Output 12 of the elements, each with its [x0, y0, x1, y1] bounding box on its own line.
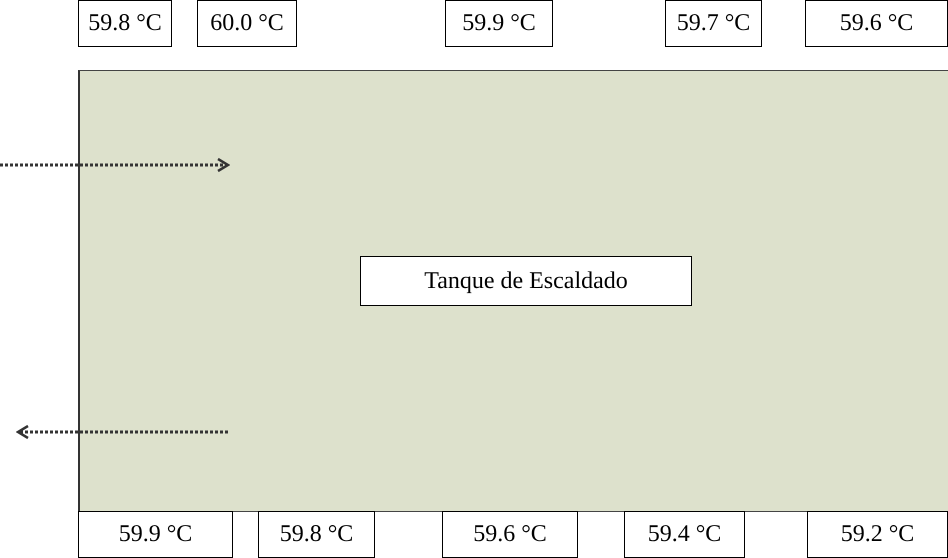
- temperature-box: 59.6 °C: [442, 511, 578, 558]
- temperature-box: 59.9 °C: [445, 0, 553, 47]
- temperature-box: 59.4 °C: [624, 511, 745, 558]
- temperature-box: 59.8 °C: [78, 0, 172, 47]
- temperature-box: 59.7 °C: [665, 0, 762, 47]
- temperature-box: 59.8 °C: [258, 511, 375, 558]
- tank: [78, 70, 948, 512]
- temperature-box: 59.6 °C: [805, 0, 948, 47]
- label-box: Tanque de Escaldado: [360, 256, 692, 306]
- temperature-box: 60.0 °C: [197, 0, 297, 47]
- temperature-box: 59.2 °C: [807, 511, 948, 558]
- temperature-box: 59.9 °C: [78, 511, 233, 558]
